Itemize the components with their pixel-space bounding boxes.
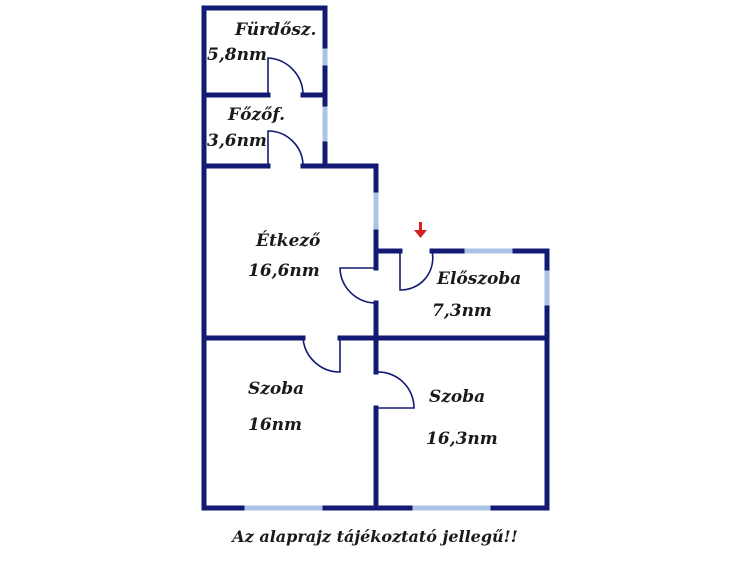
disclaimer-text: Az alaprajz tájékoztató jellegű!!	[232, 527, 518, 546]
entrance-arrow-icon	[414, 222, 427, 238]
door-dining-hall	[339, 267, 377, 304]
room-area-kitchen: 3,6nm	[207, 131, 267, 151]
walls	[201, 5, 550, 511]
windows	[242, 46, 550, 511]
room-labels: Fürdősz. 5,8nm Főzőf. 3,6nm Étkező 16,6n…	[207, 20, 521, 449]
room-area-hall: 7,3nm	[432, 301, 492, 321]
door-room-left	[302, 337, 341, 373]
door-entrance	[399, 250, 434, 291]
room-area-bath: 5,8nm	[207, 45, 267, 65]
door-kitchen	[267, 130, 304, 167]
door-room-right	[375, 371, 415, 409]
room-name-hall: Előszoba	[436, 269, 521, 289]
room-name-room-right: Szoba	[429, 387, 485, 407]
room-name-bath: Fürdősz.	[234, 20, 316, 40]
room-area-dining: 16,6nm	[248, 261, 320, 281]
doors	[267, 57, 434, 409]
room-name-dining: Étkező	[255, 230, 321, 251]
room-name-room-left: Szoba	[248, 379, 304, 399]
room-area-room-left: 16nm	[248, 415, 302, 435]
room-area-room-right: 16,3nm	[426, 429, 498, 449]
door-bath	[267, 57, 304, 96]
room-name-kitchen: Főzőf.	[227, 105, 285, 125]
